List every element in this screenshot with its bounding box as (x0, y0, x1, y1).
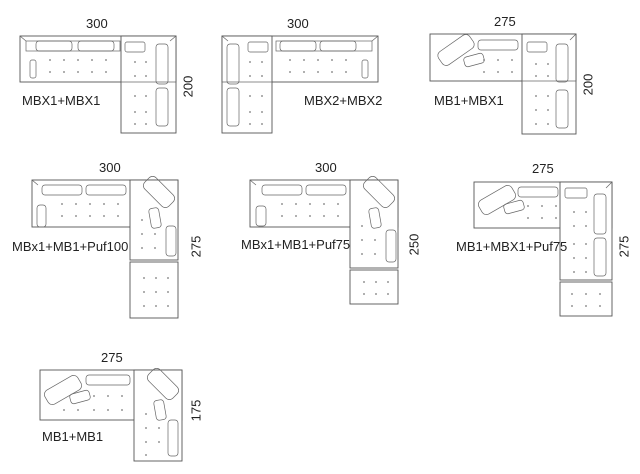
config-label: MB1+MBX1 (434, 93, 504, 108)
dimension-width: 300 (86, 16, 108, 31)
dimension-depth: 175 (188, 399, 204, 422)
config-label: MBX1+MBX1 (22, 93, 101, 108)
plan-mbx1-mb1-puf100 (31, 176, 179, 319)
plan-mbx1-mbx1 (19, 35, 177, 134)
dimension-width: 275 (494, 14, 516, 29)
config-label: MBx1+MB1+Puf100 (12, 239, 129, 254)
config-label: MB1+MB1 (42, 429, 104, 444)
plan-mbx2-mbx2 (221, 35, 379, 134)
dimension-width: 300 (315, 160, 337, 175)
plan-mb1-mbx1-puf75 (473, 181, 613, 317)
config-label: MBx1+MB1+Puf75 (241, 237, 351, 252)
dimension-depth: 275 (616, 235, 632, 258)
dimension-depth: 250 (406, 233, 422, 256)
dimension-depth: 200 (180, 75, 196, 98)
dimension-width: 300 (287, 16, 309, 31)
dimension-width: 275 (101, 350, 123, 365)
dimension-depth: 275 (188, 235, 204, 258)
plan-mb1-mbx1 (429, 33, 577, 135)
config-label: MB1+MBX1+Puf75 (456, 239, 568, 254)
dimension-width: 275 (532, 161, 554, 176)
plan-mbx1-mb1-puf75 (249, 176, 399, 305)
config-label: MBX2+MBX2 (304, 93, 383, 108)
dimension-width: 300 (99, 160, 121, 175)
plan-mb1-mb1 (39, 368, 183, 462)
dimension-depth: 200 (580, 73, 596, 96)
